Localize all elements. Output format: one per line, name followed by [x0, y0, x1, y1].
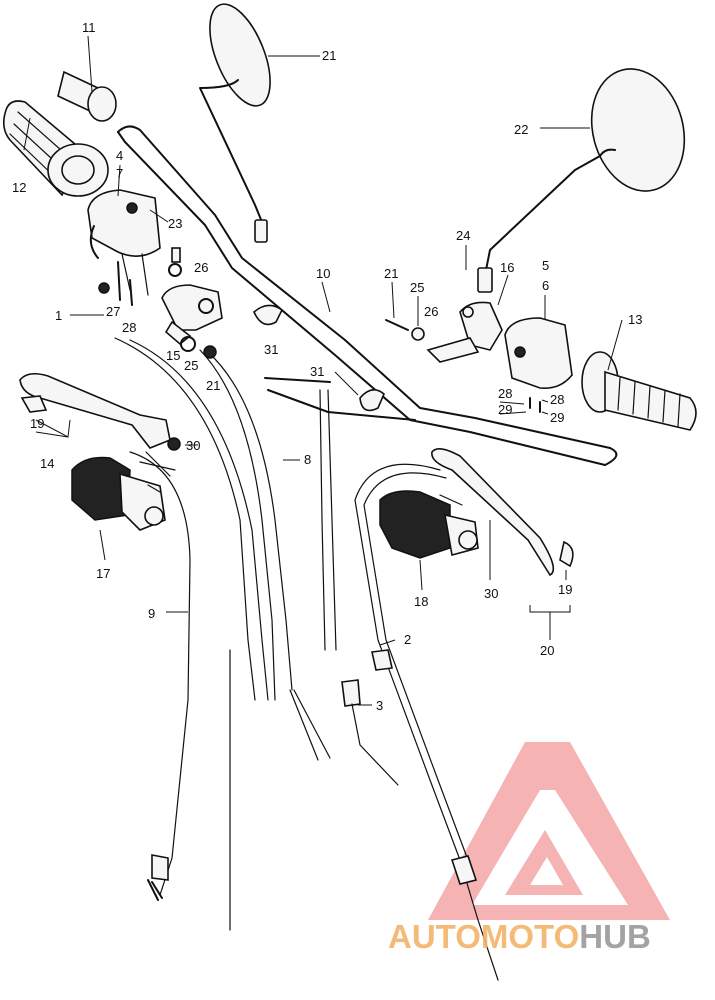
callout-30-right: 30: [484, 586, 498, 601]
grip-left: [2, 100, 109, 197]
grip-right: [581, 351, 697, 431]
brand-suffix: HUB: [579, 918, 651, 955]
callout-27: 27: [106, 304, 120, 319]
callout-25-left: 25: [184, 358, 198, 373]
callout-19-left: 19: [30, 416, 44, 431]
callout-3: 3: [376, 698, 383, 713]
callout-13: 13: [628, 312, 642, 327]
callout-25-right: 25: [410, 280, 424, 295]
callout-26-left: 26: [194, 260, 208, 275]
callout-22: 21: [322, 48, 336, 63]
callout-23: 22: [514, 122, 528, 137]
callout-11: 11: [82, 20, 96, 35]
mirror-right: [477, 68, 686, 293]
automotohub-wordmark: AUTOMOTOHUB: [388, 918, 651, 955]
callout-16: 16: [500, 260, 514, 275]
hardware: [98, 247, 541, 413]
switch-assembly-right: [379, 490, 479, 559]
callout-21-right: 21: [384, 266, 398, 281]
lever-brake: [431, 448, 574, 577]
handlebar: [117, 125, 618, 466]
callout-28-right: 28: [550, 392, 564, 407]
switch-housing-left: [87, 189, 161, 296]
callout-24-right: 24: [456, 228, 470, 243]
callout-26-right: 26: [424, 304, 438, 319]
switch-assembly-left: [71, 456, 176, 531]
logo-triangle-core: [530, 857, 563, 885]
part-callouts: 11 12 21 22 4 7 23 26 27 28 1 15 25 21 1…: [12, 20, 642, 713]
callout-18: 18: [414, 594, 428, 609]
callout-21-left: 21: [206, 378, 220, 393]
callout-24-left: 23: [168, 216, 182, 231]
callout-10: 10: [316, 266, 330, 281]
callout-31-lower: 31: [310, 364, 324, 379]
callout-17: 17: [96, 566, 110, 581]
svg-text:AUTOMOTOHUB: AUTOMOTOHUB: [388, 918, 651, 955]
callout-5: 5: [542, 258, 549, 273]
brand-prefix: AUTOMOTO: [388, 918, 579, 955]
cable-brake: [354, 463, 499, 981]
callout-14: 14: [40, 456, 54, 471]
callout-7: 7: [116, 166, 123, 181]
lever-clutch: [19, 372, 181, 451]
grip-throttle-sleeve: [57, 70, 117, 122]
callout-28-left: 28: [122, 320, 136, 335]
mirror-left: [199, 3, 271, 243]
callout-31-upper: 31: [264, 342, 278, 357]
callout-29-mid: 29: [498, 402, 512, 417]
automotohub-logo: [428, 742, 670, 920]
callout-1: 1: [55, 308, 62, 323]
callout-6: 6: [542, 278, 549, 293]
leader-lines: [23, 35, 623, 706]
cable-throttle: [114, 337, 269, 931]
callout-2: 2: [404, 632, 411, 647]
callout-28-mid: 28: [498, 386, 512, 401]
cable-clutch: [129, 451, 191, 901]
callout-12: 12: [12, 180, 26, 195]
callout-29-right: 29: [550, 410, 564, 425]
callout-30-left: 30: [186, 438, 200, 453]
switch-housing-right: [504, 317, 573, 390]
callout-4: 4: [116, 148, 123, 163]
callout-19-right: 19: [558, 582, 572, 597]
callout-8: 8: [304, 452, 311, 467]
wiring-harness: [199, 349, 337, 761]
callout-20: 20: [540, 643, 554, 658]
callout-15: 15: [166, 348, 180, 363]
lever-holder-left: [161, 284, 223, 352]
callout-9: 9: [148, 606, 155, 621]
switch-stop: [341, 679, 399, 786]
